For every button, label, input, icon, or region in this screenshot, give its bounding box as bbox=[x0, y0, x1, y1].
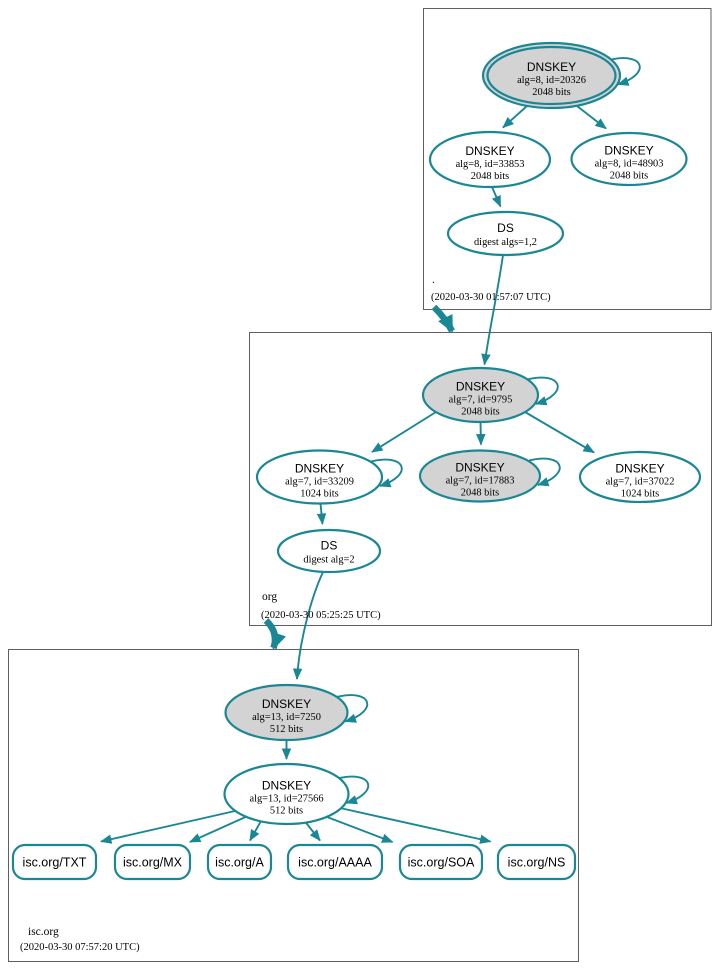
svg-text:isc.org/MX: isc.org/MX bbox=[123, 856, 183, 870]
record-isc-org-aaaa[interactable]: isc.org/AAAA bbox=[286, 843, 384, 881]
edge-isc-zsk-a bbox=[249, 820, 262, 842]
svg-text:digest alg=2: digest alg=2 bbox=[303, 555, 354, 566]
svg-text:digest algs=1,2: digest algs=1,2 bbox=[474, 237, 537, 248]
node-dnskey-7250[interactable]: DNSKEY alg=13, id=7250 512 bits bbox=[224, 683, 349, 742]
node-dnskey-20326[interactable]: DNSKEY alg=8, id=20326 2048 bits bbox=[481, 41, 622, 110]
zone-box-org bbox=[249, 332, 712, 626]
svg-text:2048 bits: 2048 bits bbox=[461, 407, 499, 418]
svg-text:isc.org/AAAA: isc.org/AAAA bbox=[298, 856, 372, 870]
svg-text:DNSKEY: DNSKEY bbox=[455, 461, 504, 475]
node-dnskey-33853[interactable]: DNSKEY alg=8, id=33853 2048 bits bbox=[428, 130, 552, 189]
zone-root: DNSKEY alg=8, id=20326 2048 bits DNSKEY … bbox=[423, 8, 712, 366]
node-dnskey-33209[interactable]: DNSKEY alg=7, id=33209 1024 bits bbox=[255, 449, 384, 505]
svg-text:DNSKEY: DNSKEY bbox=[465, 144, 514, 158]
svg-text:alg=13, id=7250: alg=13, id=7250 bbox=[252, 712, 321, 723]
edge-org-to-isc-zone bbox=[263, 618, 287, 650]
edge-isc-zsk-soa bbox=[326, 816, 394, 843]
edge-org-zsk-selfloop bbox=[370, 458, 403, 488]
zone-box-isc bbox=[8, 649, 579, 962]
node-dnskey-37022[interactable]: DNSKEY alg=7, id=37022 1024 bits bbox=[578, 450, 702, 504]
svg-text:DS: DS bbox=[321, 539, 338, 553]
zone-isc-org: DNSKEY alg=13, id=7250 512 bits DNSKEY a… bbox=[8, 649, 579, 962]
svg-text:alg=8, id=33853: alg=8, id=33853 bbox=[456, 159, 525, 170]
record-isc-org-txt[interactable]: isc.org/TXT bbox=[11, 843, 98, 881]
svg-text:isc.org/TXT: isc.org/TXT bbox=[23, 856, 87, 870]
node-dnskey-48903[interactable]: DNSKEY alg=8, id=48903 2048 bits bbox=[570, 131, 688, 187]
svg-text:DS: DS bbox=[497, 221, 514, 235]
record-isc-org-ns[interactable]: isc.org/NS bbox=[496, 843, 577, 881]
edge-root-ds-org-ksk bbox=[481, 254, 504, 366]
svg-text:alg=7, id=37022: alg=7, id=37022 bbox=[606, 477, 675, 488]
svg-text:1024 bits: 1024 bits bbox=[300, 489, 338, 500]
svg-text:alg=8, id=20326: alg=8, id=20326 bbox=[517, 75, 586, 86]
svg-text:isc.org/A: isc.org/A bbox=[215, 856, 264, 870]
svg-text:2048 bits: 2048 bits bbox=[471, 171, 509, 182]
edge-isc-ksk-selfloop bbox=[336, 694, 369, 723]
svg-text:DNSKEY: DNSKEY bbox=[527, 60, 576, 74]
edge-org-ksk-37022 bbox=[524, 411, 595, 454]
svg-text:2048 bits: 2048 bits bbox=[461, 488, 499, 499]
svg-text:alg=13, id=27566: alg=13, id=27566 bbox=[249, 794, 323, 805]
svg-text:DNSKEY: DNSKEY bbox=[456, 380, 505, 394]
svg-text:alg=8, id=48903: alg=8, id=48903 bbox=[595, 159, 664, 170]
zone-label-root: . bbox=[432, 274, 435, 286]
edge-isc-zsk-mx bbox=[189, 816, 246, 843]
node-ds-root[interactable]: DS digest algs=1,2 bbox=[446, 210, 565, 257]
edge-org-ksk-selfloop bbox=[526, 376, 559, 406]
svg-text:alg=7, id=17883: alg=7, id=17883 bbox=[446, 476, 515, 487]
svg-text:DNSKEY: DNSKEY bbox=[604, 144, 653, 158]
edge-isc-zsk-txt bbox=[100, 810, 236, 844]
edge-org-zsk-ds bbox=[316, 503, 327, 525]
svg-text:isc.org/NS: isc.org/NS bbox=[508, 856, 566, 870]
edge-root-zsk1-ds bbox=[491, 186, 502, 208]
svg-text:DNSKEY: DNSKEY bbox=[295, 462, 344, 476]
edge-org-ksk-zsk bbox=[371, 411, 437, 453]
zone-timestamp-isc: (2020-03-30 07:57:20 UTC) bbox=[20, 942, 140, 953]
svg-text:512 bits: 512 bits bbox=[270, 806, 303, 817]
edge-org-17883-selfloop bbox=[528, 457, 561, 487]
svg-text:alg=7, id=33209: alg=7, id=33209 bbox=[285, 477, 354, 488]
svg-text:1024 bits: 1024 bits bbox=[621, 489, 659, 500]
svg-text:2048 bits: 2048 bits bbox=[532, 87, 570, 98]
node-ds-org[interactable]: DS digest alg=2 bbox=[276, 528, 382, 574]
zone-org: DNSKEY alg=7, id=9795 2048 bits DNSKEY a… bbox=[249, 332, 712, 680]
svg-text:512 bits: 512 bits bbox=[270, 724, 303, 735]
edge-org-ksk-17883 bbox=[476, 421, 486, 446]
node-dnskey-17883[interactable]: DNSKEY alg=7, id=17883 2048 bits bbox=[418, 449, 542, 503]
svg-text:alg=7, id=9795: alg=7, id=9795 bbox=[449, 395, 513, 406]
record-isc-org-mx[interactable]: isc.org/MX bbox=[113, 843, 192, 881]
edge-root-ksk-zsk1 bbox=[502, 105, 528, 129]
svg-text:DNSKEY: DNSKEY bbox=[615, 462, 664, 476]
edge-isc-zsk-ns bbox=[339, 807, 492, 844]
edge-root-ksk-zsk2 bbox=[576, 105, 607, 130]
record-isc-org-soa[interactable]: isc.org/SOA bbox=[398, 843, 484, 881]
zone-label-org: org bbox=[262, 591, 277, 603]
svg-text:DNSKEY: DNSKEY bbox=[262, 779, 311, 793]
edge-isc-zsk-aaaa bbox=[304, 820, 321, 842]
zone-timestamp-org: (2020-03-30 05:25:25 UTC) bbox=[261, 610, 381, 621]
node-dnskey-9795[interactable]: DNSKEY alg=7, id=9795 2048 bits bbox=[421, 366, 540, 424]
record-isc-org-a[interactable]: isc.org/A bbox=[206, 843, 273, 881]
edge-root-to-org-zone bbox=[431, 304, 455, 333]
edge-root-ksk-selfloop bbox=[608, 57, 641, 86]
node-dnskey-27566[interactable]: DNSKEY alg=13, id=27566 512 bits bbox=[223, 762, 350, 826]
edge-org-ds-isc-ksk bbox=[292, 571, 324, 680]
zone-timestamp-root: (2020-03-30 01:57:07 UTC) bbox=[431, 292, 551, 303]
svg-text:DNSKEY: DNSKEY bbox=[262, 697, 311, 711]
svg-text:isc.org/SOA: isc.org/SOA bbox=[408, 856, 475, 870]
zone-box-root bbox=[423, 8, 712, 310]
zone-label-isc: isc.org bbox=[28, 926, 59, 938]
edge-isc-zsk-selfloop bbox=[337, 775, 370, 805]
svg-text:2048 bits: 2048 bits bbox=[610, 171, 648, 182]
